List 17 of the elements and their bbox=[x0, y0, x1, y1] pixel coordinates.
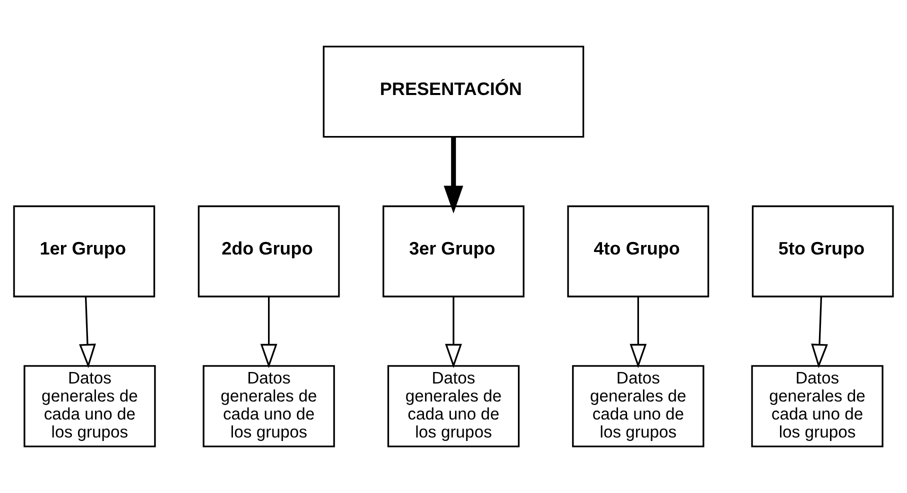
arrow bbox=[79, 296, 96, 368]
node-box: Datos generales de cada uno de los grupos bbox=[751, 365, 884, 448]
arrow bbox=[811, 296, 828, 368]
node-box: 4to Grupo bbox=[567, 205, 710, 298]
arrow bbox=[444, 137, 464, 214]
arrow bbox=[260, 296, 278, 368]
node-box: PRESENTACIÓN bbox=[322, 46, 584, 138]
node-box: 3er Grupo bbox=[382, 205, 524, 298]
node-box: Datos generales de cada uno de los grupos bbox=[24, 365, 156, 448]
node-box: 1er Grupo bbox=[13, 205, 156, 298]
arrow bbox=[630, 296, 647, 368]
node-box: Datos generales de cada uno de los grupos bbox=[202, 365, 335, 448]
arrow bbox=[445, 296, 462, 368]
node-box: Datos generales de cada uno de los grupos bbox=[572, 365, 704, 448]
node-box: 5to Grupo bbox=[752, 205, 894, 298]
node-box: 2do Grupo bbox=[198, 205, 340, 298]
node-box: Datos generales de cada uno de los grupos bbox=[387, 365, 520, 448]
